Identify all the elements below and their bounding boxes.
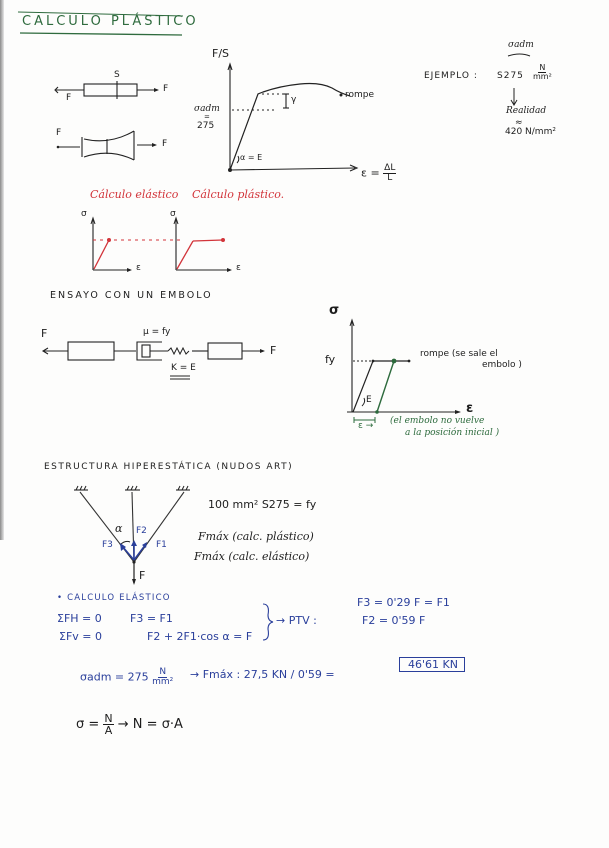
piston-yield-label: fy	[325, 353, 336, 366]
eq-vertical-sum: ΣFv = 0	[59, 630, 102, 643]
eq-horizontal-sum: ΣFH = 0	[57, 612, 102, 625]
force-f2-label: F2	[136, 526, 147, 536]
model-force-left: F	[41, 327, 48, 340]
plastic-calc-title: Cálculo plástico.	[192, 188, 285, 201]
fmax-expression: → Fmáx : 27,5 KN / 0'59 =	[190, 668, 335, 681]
force-f3-label: F3	[102, 540, 113, 550]
stress-formula: σ = N A → N = σ·A	[76, 712, 183, 737]
chart-y-label: F/S	[212, 47, 230, 60]
necked-force-right-label: F	[162, 139, 168, 149]
gap-label: γ	[291, 95, 297, 105]
spring-label: K = E	[171, 363, 196, 373]
example-brace-label: σadm	[508, 40, 534, 50]
hyperstatic-heading: ESTRUCTURA HIPERESTÁTICA (NUDOS ART)	[44, 462, 294, 472]
elastic-plastic-comparison	[90, 216, 232, 272]
area-spec: 100 mm² S275 = fy	[208, 498, 317, 511]
piston-chart-y-label: σ	[329, 303, 340, 318]
elastic-x-axis-label: ε	[136, 263, 141, 273]
piston-break-label: rompe (se sale el	[420, 349, 498, 359]
force-right-label: F	[163, 84, 169, 94]
yield-label: σadm	[194, 104, 220, 114]
piston-slope-label: E	[366, 395, 372, 405]
page-title: CALCULO PLÁSTICO	[22, 14, 199, 29]
ptv-arrow-label: → PTV :	[276, 614, 317, 627]
break-label: rompe	[345, 90, 375, 100]
load-f-label: F	[139, 569, 146, 582]
eq-horizontal-result: F3 = F1	[130, 612, 173, 625]
equation-brace	[262, 603, 274, 641]
angle-alpha-label: α	[115, 522, 123, 535]
model-force-right: F	[270, 344, 277, 357]
fmax-result-box: 46'61 KN	[399, 657, 465, 672]
strain-fraction: ΔL L	[383, 163, 397, 183]
fmax-elastic-label: Fmáx (calc. elástico)	[194, 550, 310, 563]
residual-note-2: a la posición inicial )	[405, 428, 500, 438]
spring-damper-model	[41, 341, 265, 380]
stress-strain-curve	[227, 62, 359, 172]
example-label: EJEMPLO :	[424, 71, 478, 81]
plastic-x-axis-label: ε	[236, 263, 241, 273]
eq-vertical-result: F2 + 2F1·cos α = F	[147, 630, 253, 643]
strain-axis-label: ε = ΔL L	[361, 163, 397, 183]
piston-test-heading: ENSAYO CON UN EMBOLO	[50, 290, 213, 301]
plastic-y-axis-label: σ	[170, 209, 176, 219]
piston-stress-strain-chart	[347, 318, 461, 423]
adm-stress-label: σadm = 275 N mm²	[80, 667, 174, 687]
title-underlines	[17, 11, 184, 36]
scan-binding-shadow	[0, 0, 4, 540]
tension-bar-diagram	[54, 81, 159, 161]
yield-equals: =	[204, 113, 210, 121]
elastic-calc-title: Cálculo elástico	[90, 188, 179, 201]
elastic-y-axis-label: σ	[81, 209, 87, 219]
slope-label: α = E	[240, 153, 263, 162]
section-label: S	[114, 70, 120, 80]
reality-label: Realidad	[506, 106, 547, 116]
piston-break-label-2: embolo )	[482, 360, 522, 370]
elastic-calc-heading: • CALCULO ELÁSTICO	[57, 593, 171, 603]
three-bar-truss	[74, 485, 190, 585]
residual-strain-label: ε →	[358, 421, 374, 431]
real-strength-value: 420 N/mm²	[505, 127, 556, 137]
strain-label: ε =	[361, 166, 380, 180]
ptv-result-f3: F3 = 0'29 F = F1	[357, 596, 450, 609]
force-f1-label: F1	[156, 540, 167, 550]
example-unit: N mm²	[533, 63, 552, 81]
force-left-label: F	[66, 93, 72, 103]
residual-note-1: (el embolo no vuelve	[390, 416, 485, 426]
necked-force-left-label: F	[56, 128, 62, 138]
damper-label: μ = fy	[143, 327, 171, 337]
example-steel-grade: S275	[497, 71, 524, 81]
example-annotations	[507, 53, 531, 106]
yield-value: 275	[197, 121, 215, 131]
approx-sign: ≈	[515, 118, 523, 128]
ptv-result-f2: F2 = 0'59 F	[362, 614, 426, 627]
fmax-plastic-label: Fmáx (calc. plástico)	[198, 530, 314, 543]
piston-chart-x-label: ε	[466, 401, 474, 416]
